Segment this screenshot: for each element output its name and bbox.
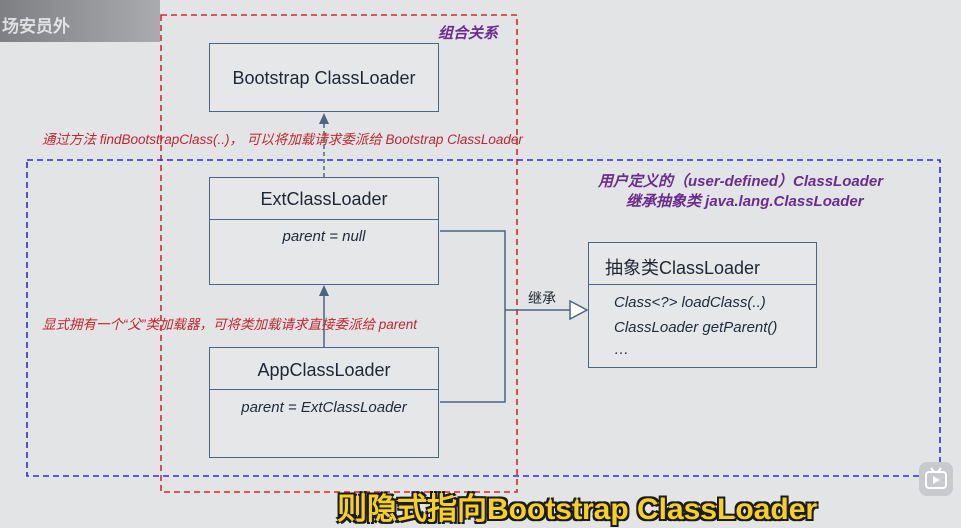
player-logo-icon [919,462,953,496]
abstract-title: 抽象类ClassLoader [605,258,761,278]
composition-label: 组合关系 [438,25,499,42]
inherit-line-ext [440,230,506,310]
ext-parent-field: parent = null [282,228,366,245]
inherit-label: 继承 [528,290,556,306]
find-bootstrap-note: 通过方法 findBootstrapClass(..)， 可以将加载请求委派给 … [42,132,523,147]
arrowhead-ext [319,285,329,296]
abstract-classloader-box: 抽象类ClassLoader Class<?> loadClass(..) Cl… [588,242,817,368]
inherit-triangle [569,299,589,321]
app-separator [210,389,438,390]
method-ellipsis: … [614,341,629,358]
user-defined-frame [26,159,941,477]
watermark-strip [0,0,160,42]
arrowhead-bootstrap [319,113,329,124]
user-defined-label-line1: 用户定义的（user-defined）ClassLoader [598,173,884,190]
ext-separator [210,219,438,220]
diagram-connectors [26,14,941,493]
composition-frame [160,14,518,493]
method-getparent: ClassLoader getParent() [614,319,778,336]
ext-classloader-box: ExtClassLoader parent = null [209,177,439,285]
ext-title: ExtClassLoader [260,189,388,209]
bootstrap-title: Bootstrap ClassLoader [232,68,416,88]
bootstrap-classloader-box: Bootstrap ClassLoader [209,43,439,112]
method-loadclass: Class<?> loadClass(..) [614,294,766,311]
app-title: AppClassLoader [257,360,391,380]
watermark-text: 场安员外 [2,17,70,36]
explicit-parent-note: 显式拥有一个“父”类加载器，可将类加载请求直接委派给 parent [42,317,418,332]
play-icon [925,467,947,489]
app-parent-field: parent = ExtClassLoader [241,399,407,416]
user-defined-label-line2: 继承抽象类 java.lang.ClassLoader [626,193,864,210]
video-subtitle: 则隐式指向Bootstrap ClassLoader [337,493,818,526]
app-classloader-box: AppClassLoader parent = ExtClassLoader [209,347,439,458]
abstract-separator [589,284,816,285]
inherit-line-app [440,310,506,403]
